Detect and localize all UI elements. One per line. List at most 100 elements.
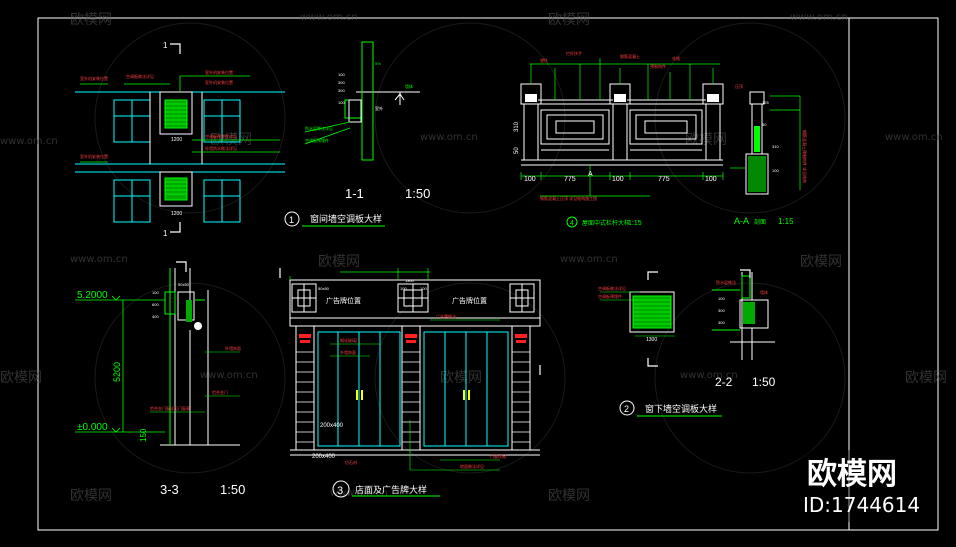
dim-text: 100 <box>524 176 536 183</box>
svg-text:预制构件: 预制构件 <box>650 63 666 69</box>
detail-number-badge <box>332 480 350 498</box>
svg-text:防水层做法: 防水层做法 <box>716 279 736 285</box>
box-dim: 50x50 <box>318 286 330 291</box>
svg-text:50x50: 50x50 <box>178 282 190 287</box>
svg-text:600: 600 <box>152 302 159 307</box>
watermark-brand: 欧模网 <box>70 12 112 28</box>
detail-4-number: 4 <box>570 220 574 227</box>
stamp-id: ID:1744614 <box>803 493 920 517</box>
svg-text:外墙防水做法详见: 外墙防水做法详见 <box>205 145 237 151</box>
svg-text:室外: 室外 <box>375 105 383 111</box>
detail-1-elevation: 空调板做法详见 室外机安装位置 空调板预埋件详见 外墙防水做法详见 室外机安装位… <box>75 41 385 238</box>
section-3-title: 3-3 <box>160 482 179 497</box>
svg-text:50: 50 <box>762 122 767 127</box>
svg-text:地面做法详见: 地面做法详见 <box>460 463 484 469</box>
drawing-frame <box>37 17 939 531</box>
svg-text:外墙饰面: 外墙饰面 <box>340 349 356 355</box>
watermark-brand: 欧模网 <box>548 12 590 28</box>
svg-text:望柱: 望柱 <box>540 57 548 63</box>
dim-text: 50 <box>514 147 520 154</box>
svg-text:空调板做法详见: 空调板做法详见 <box>598 285 626 291</box>
detail-4-title: 屋面中式栏杆大样 <box>582 219 630 227</box>
watermark-url: www.om.cn <box>70 254 128 265</box>
section-mark-1: 1 <box>163 229 168 238</box>
base-dim: 150 <box>139 428 148 442</box>
detail-1-title: 窗间墙空调板大样 <box>310 213 382 224</box>
dim-text: 775 <box>564 176 576 183</box>
watermark-brand: 欧模网 <box>548 488 590 504</box>
svg-text:100: 100 <box>338 100 345 105</box>
watermark-stamp: 欧模网 ID:1744614 <box>800 450 930 522</box>
svg-text:防水层做法详见: 防水层做法详见 <box>305 125 333 131</box>
svg-text:墙体: 墙体 <box>405 83 413 89</box>
watermark-brand: 欧模网 <box>440 370 482 386</box>
svg-text:100: 100 <box>152 290 159 295</box>
watermark-brand: 欧模网 <box>318 254 360 270</box>
detail-2-title: 窗下墙空调板大样 <box>645 403 717 414</box>
svg-text:100: 100 <box>420 286 427 291</box>
watermark-url: www.om.cn <box>885 132 943 143</box>
section-2-2: 100 300 300 墙体 防水层做法 2-2 1:50 <box>712 269 776 389</box>
svg-text:室外机安装位置: 室外机安装位置 <box>80 75 108 81</box>
watermark-url: www.om.cn <box>0 136 58 147</box>
dim-text: 100 <box>705 176 717 183</box>
svg-text:400: 400 <box>152 314 159 319</box>
detail-4-scale: 1:15 <box>628 220 642 227</box>
section-2-scale: 1:50 <box>752 375 776 389</box>
dim-text: 1200 <box>171 211 182 217</box>
section-1-1: 5% 防水层做法详见 空调板预埋件 墙体 100 300 300 100 室外 … <box>304 41 430 201</box>
svg-text:空调板做法详见: 空调板做法详见 <box>126 73 154 79</box>
level-ground: ±0.000 <box>77 422 108 433</box>
dim-text: 100 <box>612 176 624 183</box>
detail-3-number: 3 <box>337 485 343 497</box>
detail-number-badge <box>566 216 578 228</box>
level-top: 5.2000 <box>77 290 108 301</box>
section-1-title: 1-1 <box>345 186 364 201</box>
svg-text:300: 300 <box>718 308 725 313</box>
svg-text:100: 100 <box>400 286 407 291</box>
svg-text:栏杆扶手: 栏杆扶手 <box>566 50 582 56</box>
detail-3-title: 店面及广告牌大样 <box>355 484 427 495</box>
svg-text:钢筋混凝土: 钢筋混凝土 <box>620 53 640 59</box>
watermark-url: www.om.cn <box>420 132 478 143</box>
watermark-url: www.om.cn <box>790 12 848 23</box>
detail-3-storefront: 广告牌位置 广告牌位置 <box>279 268 541 498</box>
svg-text:310: 310 <box>772 144 779 149</box>
section-3-scale: 1:50 <box>220 482 245 497</box>
detail-4-balustrade: 望柱 栏杆扶手 钢筋混凝土 预制构件 花格 100 775 100 775 10… <box>514 50 724 228</box>
svg-text:墙体: 墙体 <box>760 289 768 295</box>
watermark-url: www.om.cn <box>680 370 738 381</box>
svg-text:钢筋混凝土预制构件 详见结构: 钢筋混凝土预制构件 详见结构 <box>802 130 808 183</box>
section-a-scale: 1:15 <box>778 217 794 226</box>
detail-number-badge <box>284 211 300 227</box>
svg-text:室外机安装位置: 室外机安装位置 <box>205 69 233 75</box>
svg-text:5%: 5% <box>375 61 381 66</box>
dim-text: 310 <box>514 121 520 132</box>
svg-text:1300: 1300 <box>405 278 415 283</box>
detail-number-badge <box>619 400 635 416</box>
svg-text:125: 125 <box>762 100 769 105</box>
dim-text: 200x400 <box>312 454 336 460</box>
svg-text:空调板预埋件: 空调板预埋件 <box>598 293 622 299</box>
svg-text:外墙饰面: 外墙饰面 <box>225 345 241 351</box>
stamp-brand: 欧模网 <box>807 457 897 492</box>
detail-2-number: 2 <box>624 404 629 414</box>
detail-1-number: 1 <box>289 215 294 225</box>
svg-text:室外机安装位置: 室外机安装位置 <box>80 153 108 159</box>
svg-text:压顶: 压顶 <box>735 84 743 89</box>
height-dim: 5200 <box>112 362 122 382</box>
detail-2-elevation: 空调板做法详见 空调板预埋件 1300 2 窗下墙空调板大样 <box>598 271 722 417</box>
dim-text: 1200 <box>171 137 182 143</box>
watermark-url: www.om.cn <box>330 488 388 499</box>
section-3-3: 5.2000 ±0.000 5200 150 100 600 400 50x50… <box>75 261 245 497</box>
svg-text:钢筋混凝土压顶 详见结构施工图: 钢筋混凝土压顶 详见结构施工图 <box>540 195 597 201</box>
section-a-a: 125 50 310 100 压顶 钢筋混凝土预制构件 详见结构 A-A 剖面 … <box>730 84 808 226</box>
watermark-url: www.om.cn <box>300 12 358 23</box>
sign-position-label: 广告牌位置 <box>452 296 487 305</box>
svg-text:300: 300 <box>338 88 345 93</box>
section-mark-a: A <box>588 171 593 178</box>
svg-text:100: 100 <box>772 168 779 173</box>
svg-text:300: 300 <box>338 80 345 85</box>
svg-text:室外机安装位置: 室外机安装位置 <box>205 79 233 85</box>
svg-text:广告牌做法: 广告牌做法 <box>436 313 456 319</box>
